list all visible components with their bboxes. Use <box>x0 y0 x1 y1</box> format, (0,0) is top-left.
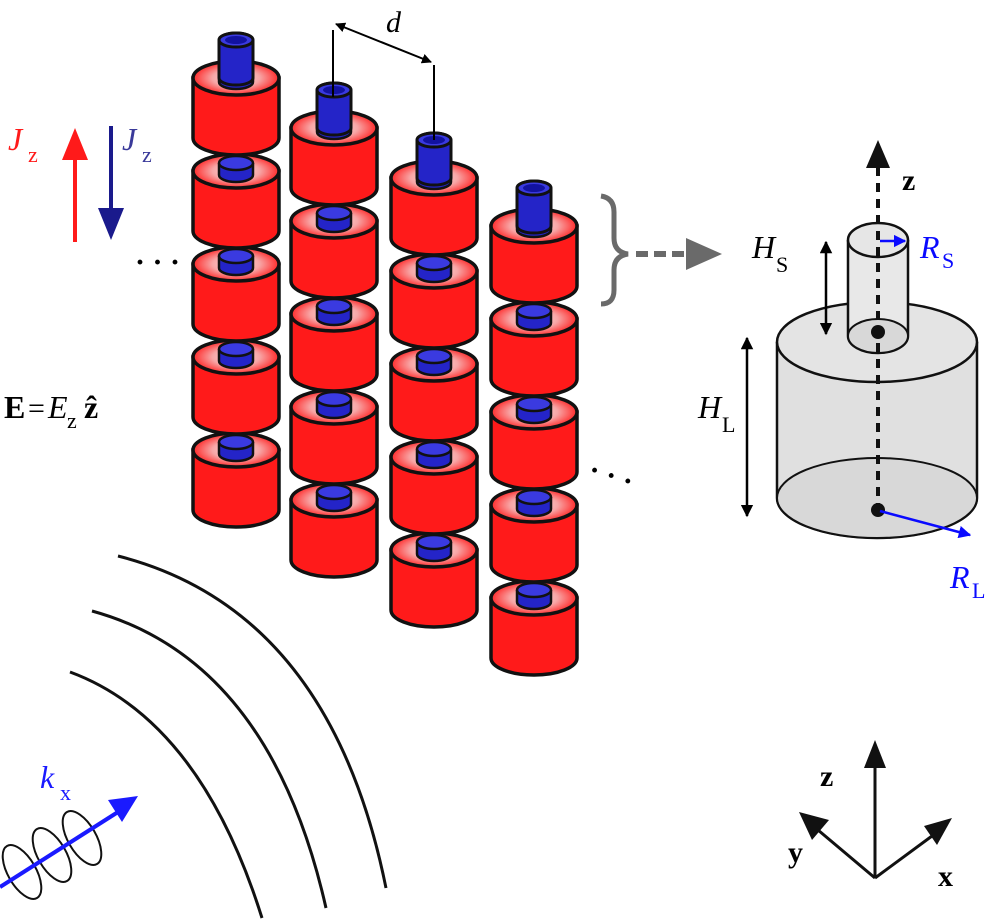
cylinder-unit <box>289 202 379 300</box>
cylinder-unit <box>489 300 579 398</box>
cylinder-unit <box>489 207 579 305</box>
cylinder-column-3 <box>389 131 479 629</box>
cylinder-unit <box>289 481 379 579</box>
current-down-arrowhead <box>98 208 124 240</box>
field-eq: = <box>28 392 45 425</box>
field-Ez-sub: z <box>67 408 77 433</box>
wave-packet: k x <box>0 759 138 900</box>
kx-arrowhead <box>108 796 138 822</box>
cylinder-column-4 <box>489 179 579 677</box>
cylinder-unit <box>389 345 479 443</box>
axis-x-label: x <box>938 860 953 893</box>
wavefront-1 <box>69 670 264 919</box>
cylinder-unit <box>191 431 281 529</box>
detail-z-arrowhead <box>866 140 890 168</box>
rod-cap-4 <box>515 179 553 235</box>
current-arrows: J z J z <box>8 121 152 242</box>
kx-label: k <box>40 759 55 795</box>
rod-cap-3 <box>415 131 453 187</box>
HL-label: H <box>697 389 723 425</box>
cylinder-unit <box>489 393 579 491</box>
wavefronts <box>69 554 388 919</box>
wavefront-2 <box>91 609 328 909</box>
axis-z-arrowhead <box>864 740 886 768</box>
cylinder-unit <box>389 531 479 629</box>
HL-sub: L <box>722 412 735 437</box>
cylinder-column-2 <box>289 81 379 579</box>
cylinder-column-1 <box>191 31 281 529</box>
cylinder-unit <box>191 245 281 343</box>
field-E-bold: E <box>4 389 25 425</box>
grey-arrowhead <box>686 238 722 270</box>
cylinder-columns <box>191 31 579 677</box>
spacing-d-marker: d <box>332 6 435 140</box>
RL-label: R <box>949 559 970 595</box>
cylinder-unit <box>489 579 579 677</box>
axis-x-arrowhead <box>924 818 952 845</box>
axis-y-label: y <box>788 836 803 869</box>
axis-z-label: z <box>820 760 833 793</box>
ellipsis-right: · · · <box>585 453 638 498</box>
jz-blue-label: J <box>122 121 138 157</box>
field-zhat: ẑ <box>84 389 98 425</box>
Hs-sub: S <box>776 252 788 277</box>
wavefront-3 <box>117 554 388 889</box>
jz-red-sub: z <box>28 142 38 167</box>
cylinder-unit <box>389 252 479 350</box>
axis-y-arrowhead <box>799 812 829 840</box>
ellipsis-left: · · · <box>135 246 180 279</box>
jz-blue-sub: z <box>142 142 152 167</box>
jz-red-label: J <box>8 121 24 157</box>
spacing-d-label: d <box>386 6 402 39</box>
Rs-sub: S <box>942 248 954 273</box>
Rs-label: R <box>919 229 940 265</box>
zoom-indicator <box>600 193 722 307</box>
cylinder-unit <box>191 338 281 436</box>
field-equation: E = E z ẑ <box>4 389 98 433</box>
cylinder-unit <box>289 388 379 486</box>
cylinder-unit <box>389 438 479 536</box>
detail-z-label: z <box>902 164 915 197</box>
rod-cap-1 <box>217 31 255 87</box>
coordinate-axes: z y x <box>788 740 953 893</box>
Hs-label: H <box>751 229 777 265</box>
cylinder-unit <box>289 295 379 393</box>
cylinder-unit <box>191 152 281 250</box>
kx-sub: x <box>60 780 71 805</box>
detail-unit-cell: z R S R L H S H L <box>697 140 985 603</box>
cylinder-unit <box>489 486 579 584</box>
RL-sub: L <box>972 578 985 603</box>
current-up-arrowhead <box>62 128 88 160</box>
large-cylinder-bottom <box>776 457 978 539</box>
field-Ez: E <box>47 389 68 425</box>
